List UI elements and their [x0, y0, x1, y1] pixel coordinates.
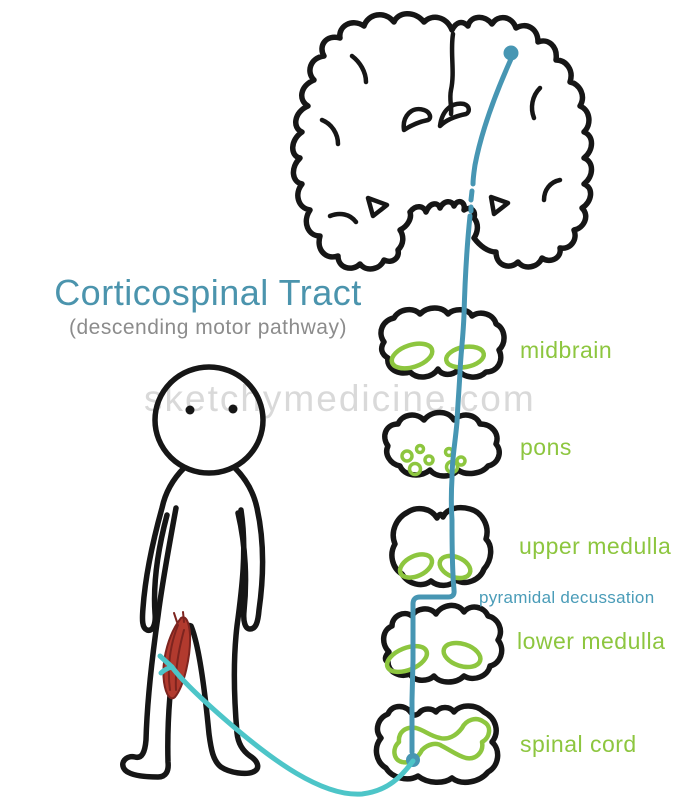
pons-outline: [382, 409, 502, 479]
person-left-arm: [139, 465, 187, 634]
brain-sulcus-line: [529, 85, 543, 121]
midbrain-left-peduncle: [389, 341, 435, 371]
person-figure-icon: [120, 364, 266, 780]
midbrain-right-peduncle: [443, 344, 487, 370]
label-pyramidal-decussation: pyramidal decussation: [479, 588, 655, 607]
upper-medulla-outline: [389, 504, 494, 589]
label-lower-medulla: lower medulla: [517, 628, 666, 654]
upper-medulla-left-pyramid: [397, 552, 435, 580]
tract-through-brainstem: [409, 213, 473, 755]
tract-dashed-segment: [468, 188, 475, 214]
brain-coronal-section-icon: [290, 11, 595, 272]
cortex-origin-dot: [503, 45, 519, 61]
midbrain-section: [378, 305, 507, 380]
tract-through-brain: [470, 56, 514, 187]
brain-sulcus-line: [327, 211, 359, 225]
person-right-arm: [232, 465, 266, 632]
muscle-fiber-tip: [173, 611, 185, 623]
nerve-terminal-fork: [157, 653, 175, 676]
label-upper-medulla: upper medulla: [519, 533, 672, 559]
person-left-eye: [185, 405, 195, 415]
person-right-eye: [228, 404, 238, 414]
page-title: Corticospinal Tract: [54, 272, 362, 313]
label-midbrain: midbrain: [520, 337, 613, 363]
brain-longitudinal-fissure: [448, 31, 456, 117]
upper-medulla-section: [389, 504, 494, 589]
nerve-curve: [169, 664, 416, 797]
brain-sulcus-line: [319, 117, 341, 147]
lower-medulla-left-pyramid: [384, 643, 430, 675]
brain-sulcus-line: [349, 53, 369, 85]
person-head: [152, 364, 266, 476]
pons-section: [382, 409, 502, 479]
brain-left-temporal-horn: [365, 195, 390, 219]
label-spinal-cord: spinal cord: [520, 731, 637, 757]
pons-fiber-bundle: [407, 461, 423, 477]
lower-medulla-section: [381, 602, 505, 685]
muscle-fiber-line: [174, 629, 185, 691]
brain-left-ventricle: [401, 106, 433, 133]
brain-outline: [290, 11, 595, 272]
pons-fiber-bundle: [400, 449, 414, 463]
corticospinal-tract-path: [406, 45, 519, 767]
pons-fiber-bundle: [414, 443, 426, 455]
brain-right-temporal-horn: [488, 194, 511, 217]
label-pons: pons: [520, 434, 572, 460]
muscle-fiber-line: [167, 624, 179, 691]
page-subtitle: (descending motor pathway): [69, 316, 347, 339]
pons-fiber-bundle: [423, 454, 435, 466]
pons-fiber-bundle: [455, 455, 467, 467]
brain-sulcus-line: [541, 177, 563, 203]
midbrain-outline: [378, 305, 507, 380]
spinal-cord-outline: [373, 703, 501, 785]
spinal-cord-section: [373, 703, 501, 785]
watermark-text: sketchymedicine.com: [144, 378, 536, 419]
peripheral-motor-nerve-path: [157, 653, 416, 797]
brain-right-ventricle: [437, 101, 471, 129]
lower-medulla-right-pyramid: [441, 640, 483, 670]
